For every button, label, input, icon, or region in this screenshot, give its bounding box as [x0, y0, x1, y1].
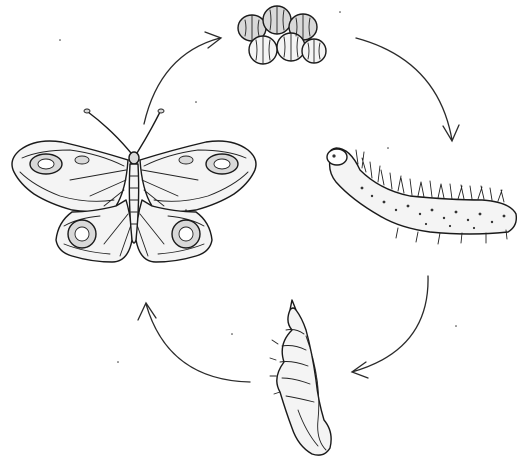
chrysalis-icon [270, 300, 331, 455]
arrow-adult-to-egg [144, 32, 221, 124]
caterpillar-icon [327, 148, 516, 244]
arrow-larva-to-pupa [352, 276, 428, 378]
eggs-cluster-icon [238, 6, 326, 64]
arrow-pupa-to-adult [138, 303, 250, 382]
butterfly-icon [12, 109, 256, 262]
arrow-egg-to-larva [356, 38, 459, 141]
